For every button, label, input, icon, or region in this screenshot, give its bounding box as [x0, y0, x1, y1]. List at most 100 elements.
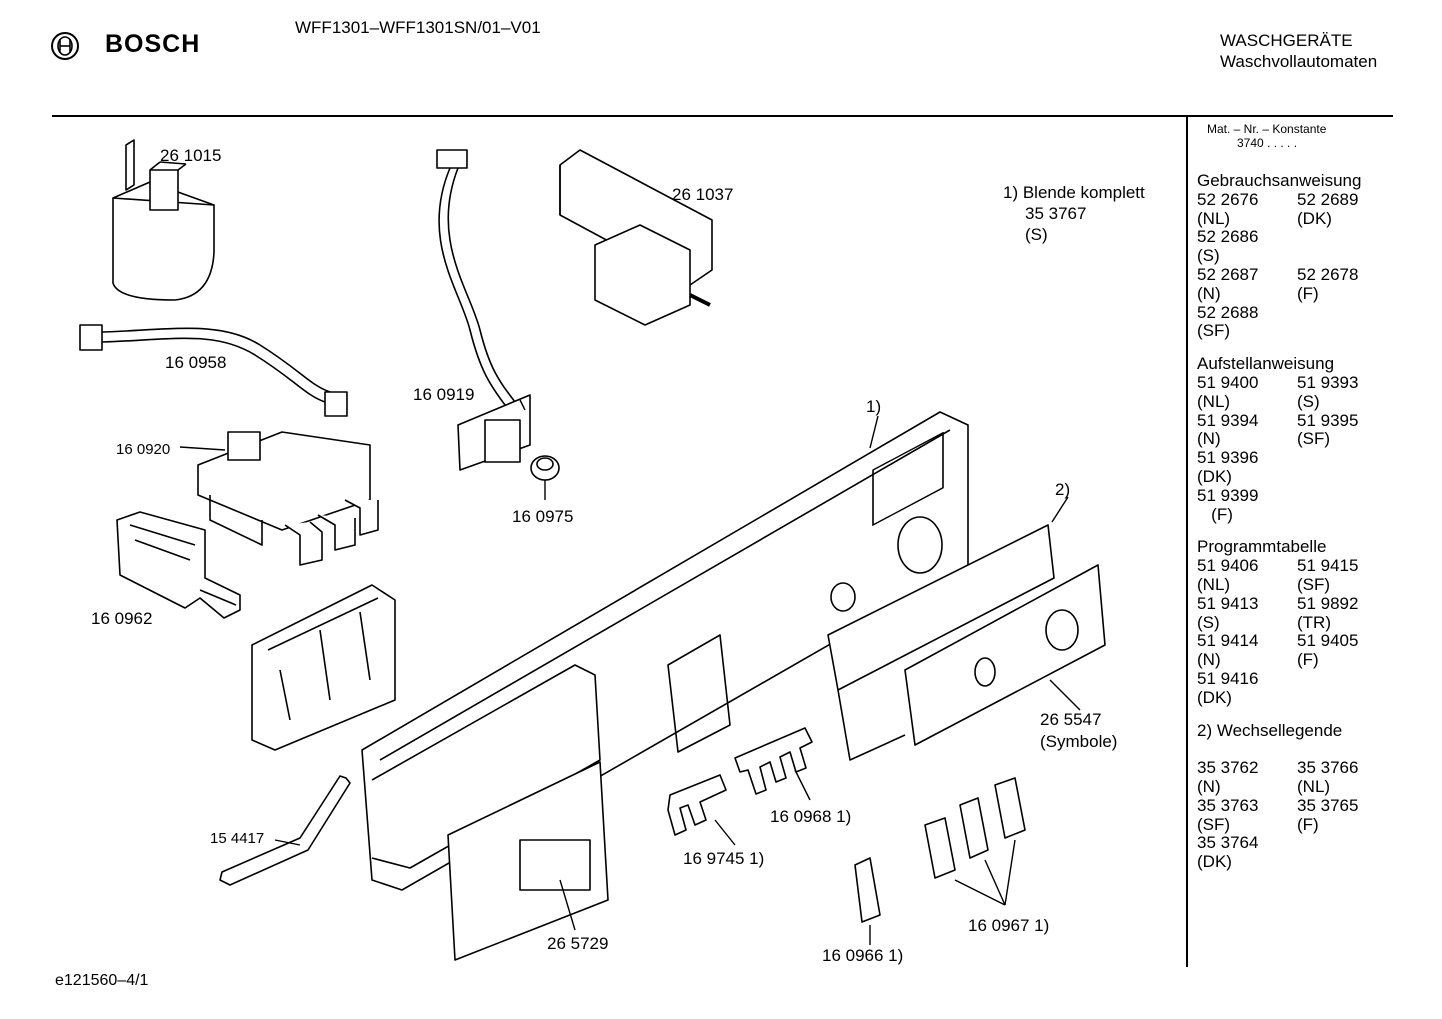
section-row: (SF)(F): [1197, 814, 1397, 835]
model-number: WFF1301–WFF1301SN/01–V01: [295, 18, 541, 37]
section-row: 35 3763 35 3765: [1197, 795, 1397, 816]
header-divider: [52, 115, 1393, 117]
part-number-cell: [1297, 247, 1397, 266]
brand-name: BOSCH: [105, 30, 201, 58]
part-number-cell: (N): [1197, 650, 1221, 670]
part-number-cell: [1297, 228, 1397, 247]
part-label: (Symbole): [1040, 732, 1118, 751]
section-row: (N)(SF): [1197, 430, 1397, 449]
part-label: 26 5729: [547, 934, 609, 953]
section-row: (NL)(DK): [1197, 208, 1397, 229]
section-row: (N)(F): [1197, 284, 1397, 304]
part-number-cell: 51 9405: [1297, 631, 1359, 651]
part-number-cell: 51 9892: [1297, 593, 1359, 613]
section-row: 51 9413 51 9892: [1197, 593, 1397, 614]
part-label: 16 9745 1): [683, 849, 765, 868]
part-number-cell: (TR): [1297, 612, 1331, 632]
note-line-2: 35 3767: [1025, 204, 1087, 223]
part-number-cell: (S): [1297, 391, 1320, 411]
section-title: Aufstellanweisung: [1197, 354, 1335, 374]
part-label: 15 4417: [210, 830, 265, 847]
category-line-2: Waschvollautomaten: [1220, 52, 1378, 71]
part-label: 16 0968 1): [770, 807, 852, 826]
part-number-cell: [1297, 304, 1397, 323]
part-frame-drawing: [251, 584, 396, 751]
section-title: 2) Wechsellegende: [1197, 720, 1343, 740]
part-number-cell: [1297, 853, 1397, 872]
part-number-cell: [1297, 322, 1397, 341]
part-buttons-drawing: [854, 777, 1026, 923]
part-number-cell: (N): [1197, 776, 1221, 796]
part-number-cell: 52 2689: [1297, 189, 1359, 209]
category-line-1: WASCHGERÄTE: [1220, 31, 1353, 50]
drawing-code: e121560–4/1: [55, 972, 149, 989]
section-row: (S) (TR): [1197, 612, 1397, 633]
part-electronic-module-drawing: [559, 149, 713, 326]
part-label: 26 1015: [160, 146, 222, 165]
part-number-cell: 51 9406: [1197, 556, 1259, 576]
part-number-cell: (DK): [1197, 466, 1232, 486]
bosch-logo-icon: [51, 32, 79, 60]
part-cable-short-drawing: [79, 324, 348, 417]
part-label: 16 0958: [165, 353, 227, 372]
part-number-cell: [1297, 449, 1397, 468]
part-number-cell: 51 9393: [1297, 372, 1359, 392]
section-row: (S): [1197, 246, 1397, 266]
part-number-cell: (NL): [1197, 208, 1231, 228]
part-clip-b-drawing: [734, 727, 813, 795]
part-number-cell: (S): [1197, 246, 1220, 266]
part-number-cell: (SF): [1297, 574, 1331, 594]
part-number-cell: (NL): [1297, 776, 1331, 796]
part-number-cell: [1297, 689, 1397, 708]
part-label: 16 0966 1): [822, 946, 904, 965]
part-number-cell: 35 3766: [1297, 758, 1359, 778]
part-label: 2): [1055, 480, 1071, 499]
sidebar-divider: [1186, 115, 1188, 967]
section-row: 51 9414 51 9405: [1197, 632, 1397, 651]
part-number-cell: (SF): [1297, 429, 1331, 449]
assembly-note: 1) Blende komplett 35 3767 (S): [1003, 182, 1145, 245]
part-cable-long-drawing: [436, 149, 531, 471]
part-number-cell: 51 9416: [1197, 668, 1259, 688]
section-row: 51 9396: [1197, 448, 1397, 468]
section-title: Gebrauchsanweisung: [1197, 171, 1362, 190]
section-row: 35 3764: [1197, 833, 1397, 853]
section-row: 51 9416: [1197, 668, 1397, 689]
part-bracket-drawing: [116, 511, 241, 619]
section-row: (DK): [1197, 852, 1397, 872]
part-number-cell: 51 9396: [1197, 448, 1259, 468]
section-row: 52 2688: [1197, 303, 1397, 323]
part-number-cell: (SF): [1197, 321, 1231, 341]
part-number-cell: 35 3762: [1197, 758, 1259, 778]
part-number-cell: 35 3765: [1297, 795, 1359, 815]
part-number-cell: (SF): [1197, 814, 1231, 834]
section-row: (F): [1197, 504, 1397, 525]
part-label: 16 0967 1): [968, 916, 1050, 935]
part-number-cell: [1297, 834, 1397, 853]
part-filter-drawing: [112, 139, 215, 301]
part-number-cell: 51 9414: [1197, 631, 1259, 651]
part-number-cell: (F): [1197, 504, 1233, 524]
part-label: 1): [866, 397, 882, 416]
part-number-cell: (NL): [1197, 391, 1231, 411]
note-line-3: (S): [1025, 225, 1048, 244]
section-row: (DK): [1197, 688, 1397, 708]
section-row: 52 2686: [1197, 228, 1397, 247]
section-row: 51 9394 51 9395: [1197, 410, 1397, 431]
part-number-cell: 51 9394: [1197, 410, 1259, 430]
part-number-cell: 52 2686: [1197, 227, 1259, 247]
part-symbols-plate-drawing: [904, 564, 1106, 746]
part-switch-block-drawing: [197, 431, 379, 566]
part-number-cell: 51 9413: [1197, 593, 1259, 613]
part-number-cell: 35 3763: [1197, 795, 1259, 815]
part-number-cell: (S): [1197, 612, 1220, 632]
part-number-cell: [1297, 506, 1397, 525]
part-number-cell: 51 9395: [1297, 410, 1359, 430]
